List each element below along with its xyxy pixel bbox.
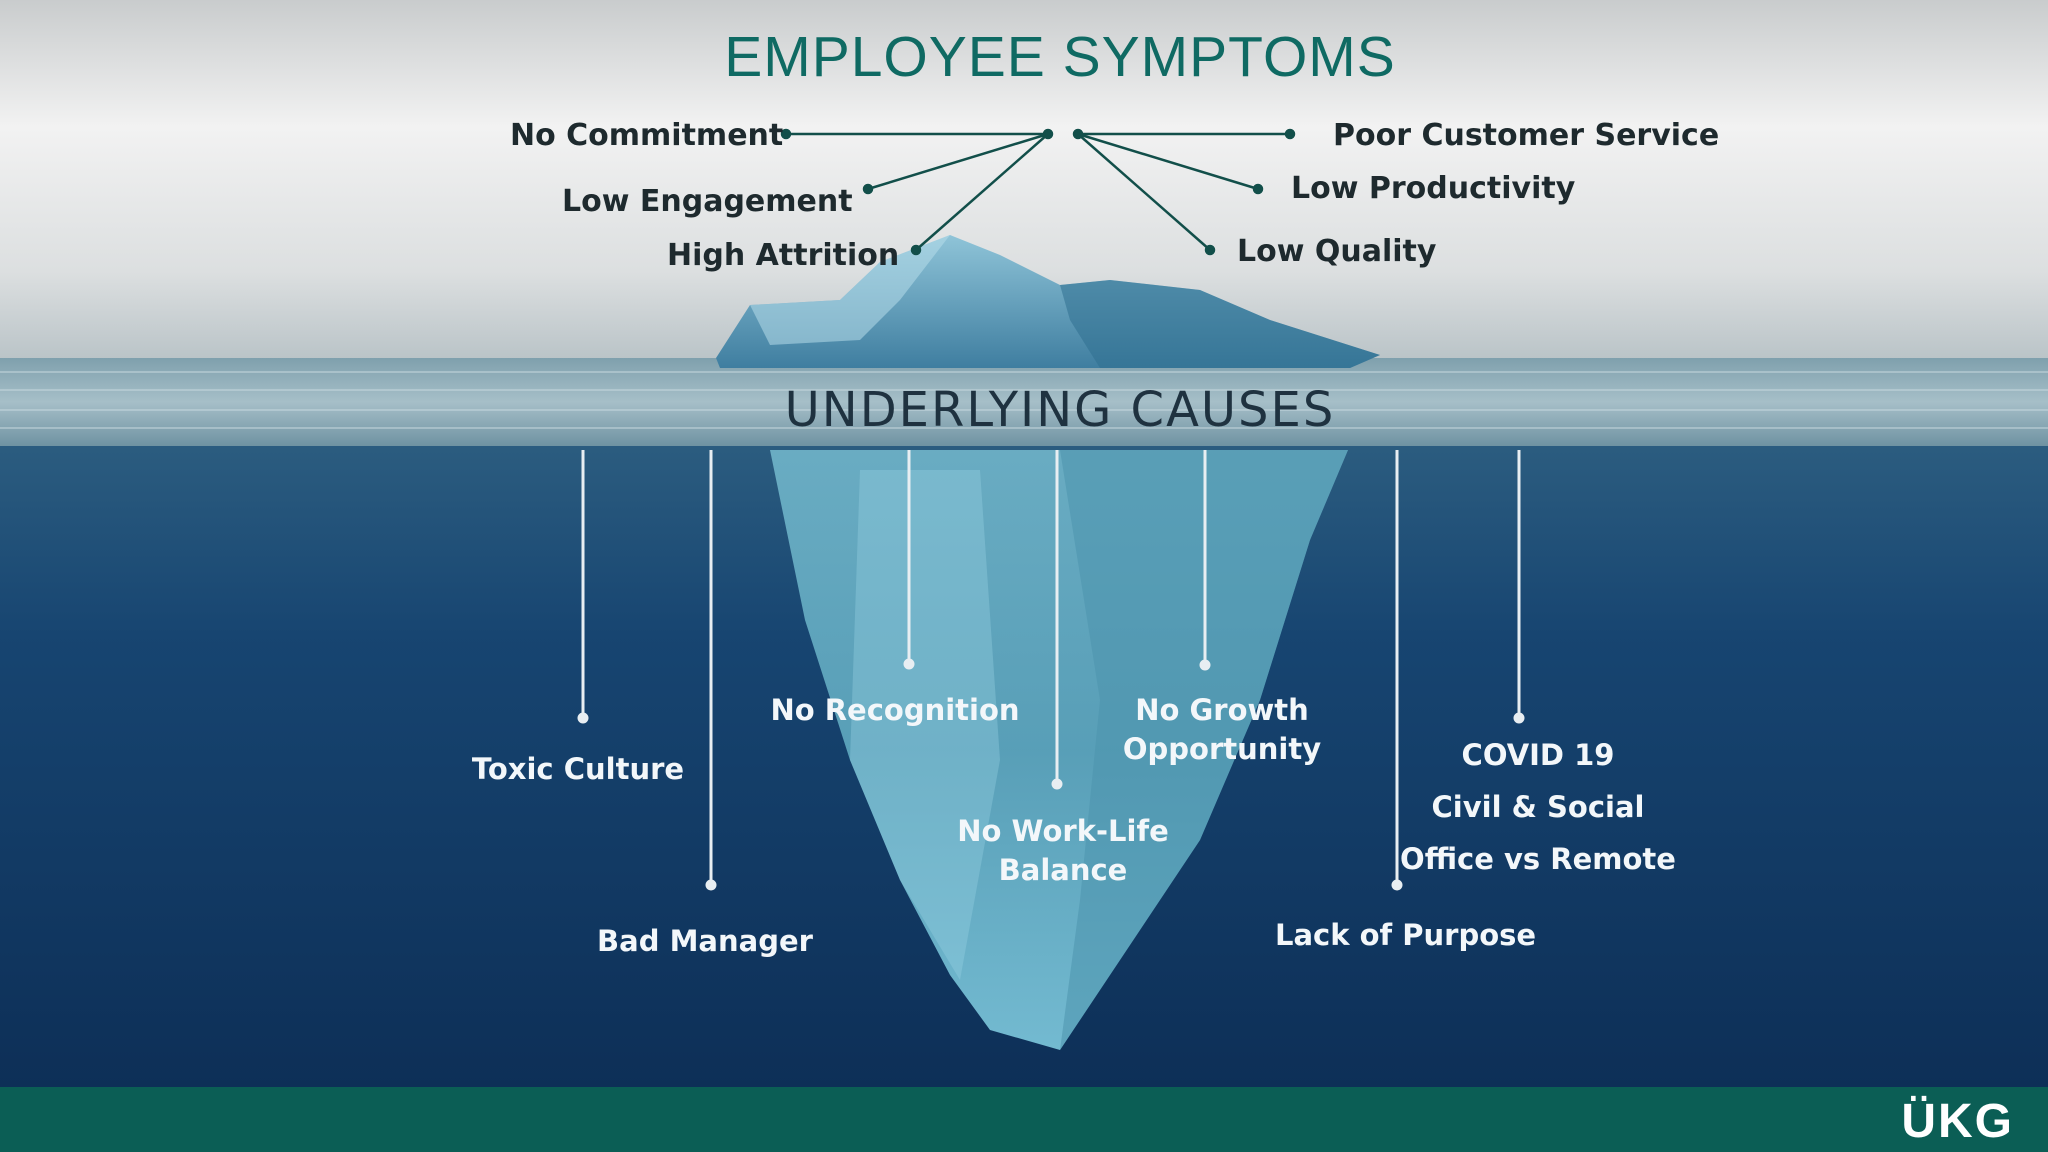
- cause-no-growth-line-2: Opportunity: [1122, 732, 1322, 766]
- waterline-streaks: [0, 371, 2048, 429]
- cause-no-growth-line-1: No Growth: [1135, 693, 1309, 727]
- symptom-low-productivity: Low Productivity: [1291, 171, 1576, 206]
- footer-bar: [0, 1087, 2048, 1152]
- symptom-low-quality: Low Quality: [1237, 234, 1437, 269]
- cause-civil-social: Civil & Social: [1431, 790, 1645, 824]
- symptom-low-engagement: Low Engagement: [562, 184, 853, 219]
- diagram-title: EMPLOYEE SYMPTOMS: [724, 25, 1396, 89]
- cause-bad-manager: Bad Manager: [597, 924, 813, 958]
- cause-lines: [577, 450, 1525, 891]
- iceberg-tip-highlight: [750, 235, 950, 345]
- underlying-causes-heading: UNDERLYING CAUSES: [784, 382, 1336, 438]
- symptom-high-attrition: High Attrition: [667, 238, 900, 273]
- cause-lack-of-purpose: Lack of Purpose: [1275, 918, 1537, 952]
- symptom-connectors: [780, 128, 1296, 256]
- cause-no-work-life-line-2: Balance: [998, 853, 1128, 887]
- cause-no-recognition: No Recognition: [770, 693, 1020, 727]
- cause-office-vs-remote: Office vs Remote: [1400, 842, 1676, 876]
- cause-toxic-culture: Toxic Culture: [471, 752, 685, 786]
- iceberg-submerged-shade: [1060, 450, 1348, 1050]
- cause-no-work-life-line-1: No Work-Life: [957, 814, 1169, 848]
- symptom-no-commitment: No Commitment: [510, 118, 784, 153]
- iceberg-facet: [850, 470, 1000, 980]
- ukg-logo: ÜKG: [1901, 1095, 2014, 1148]
- cause-covid-19: COVID 19: [1461, 738, 1615, 772]
- iceberg-tip-shadow: [1060, 280, 1380, 368]
- symptom-poor-customer-service: Poor Customer Service: [1333, 118, 1720, 153]
